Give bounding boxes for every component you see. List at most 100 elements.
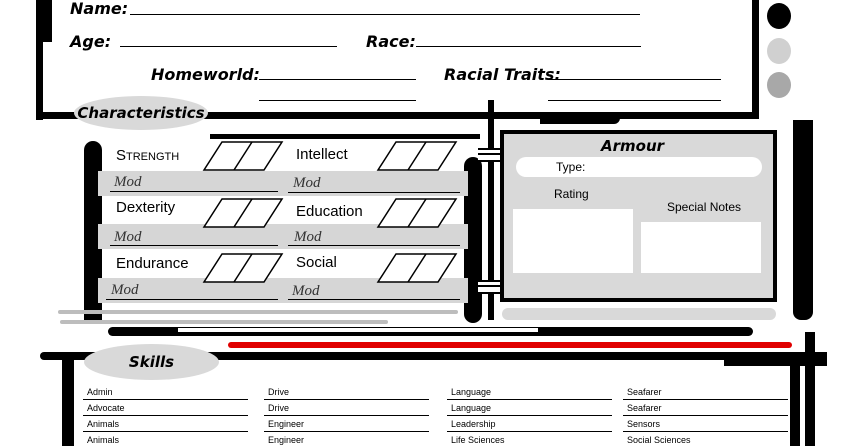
- mod-label-endurance: Mod: [111, 282, 139, 298]
- skill-line: [83, 399, 248, 400]
- skill-line: [264, 431, 429, 432]
- skill-animals: Animals: [87, 419, 120, 429]
- skill-line: [623, 431, 788, 432]
- mod-field-education[interactable]: [288, 245, 460, 246]
- mod-label-education: Mod: [294, 229, 322, 245]
- skill-drive-2: Drive: [268, 403, 290, 413]
- skill-line: [623, 399, 788, 400]
- racial-traits-label: Racial Traits:: [444, 65, 561, 84]
- mod-band-row2: [98, 224, 468, 249]
- skill-line: [623, 415, 788, 416]
- skill-language-2: Language: [451, 403, 492, 413]
- skill-social-sciences: Social Sciences: [627, 435, 691, 445]
- armour-header: Armour: [601, 137, 665, 155]
- skill-engineer-2: Engineer: [268, 435, 305, 445]
- mod-label-intellect: Mod: [293, 175, 321, 191]
- race-label: Race:: [366, 32, 416, 51]
- mod-field-strength[interactable]: [110, 191, 278, 192]
- char-right-bar: [464, 157, 482, 323]
- mod-field-dexterity[interactable]: [110, 245, 278, 246]
- dot-mid-icon: [767, 72, 791, 98]
- stat-label-dexterity: Dexterity: [116, 199, 176, 216]
- skill-leadership: Leadership: [451, 419, 496, 429]
- char-top-bar: [210, 134, 480, 139]
- frame-left-tab: [36, 0, 52, 42]
- armour-notes-box[interactable]: [641, 222, 761, 273]
- stat-box-strength[interactable]: [202, 140, 284, 172]
- skill-seafarer-2: Seafarer: [627, 403, 662, 413]
- skill-line: [83, 431, 248, 432]
- stat-box-social[interactable]: [376, 252, 458, 284]
- age-field[interactable]: [120, 46, 337, 47]
- stat-box-endurance[interactable]: [202, 252, 284, 284]
- right-edge-bar: [793, 120, 813, 320]
- armour-rating-label: Rating: [554, 187, 589, 201]
- skill-line: [447, 431, 612, 432]
- stat-label-endurance: Endurance: [116, 255, 189, 272]
- frame-bottom-thick: [540, 112, 620, 124]
- stat-box-education[interactable]: [376, 197, 458, 229]
- stat-label-education: Education: [296, 203, 363, 220]
- mod-label-dexterity: Mod: [114, 229, 142, 245]
- skill-line: [447, 399, 612, 400]
- skill-engineer: Engineer: [268, 419, 305, 429]
- stat-box-intellect[interactable]: [376, 140, 458, 172]
- lower-white-notch: [178, 328, 538, 332]
- name-field[interactable]: [130, 14, 640, 15]
- char-left-bar: [84, 141, 102, 323]
- gray-stripe-1: [58, 310, 458, 314]
- dot-light-icon: [767, 38, 791, 64]
- divider-vertical: [488, 100, 494, 320]
- mod-label-strength: Mod: [114, 174, 142, 190]
- homeworld-field-2[interactable]: [259, 100, 416, 101]
- frame-left-bar: [36, 0, 43, 120]
- accent-red-bar: [228, 342, 792, 348]
- homeworld-label: Homeworld:: [151, 65, 260, 84]
- race-field[interactable]: [416, 46, 641, 47]
- armour-type-field[interactable]: [516, 157, 762, 177]
- stat-label-social: Social: [296, 254, 337, 271]
- skill-line: [447, 415, 612, 416]
- armour-base-bar: [502, 308, 776, 320]
- skill-drive: Drive: [268, 387, 290, 397]
- skill-line: [83, 415, 248, 416]
- armour-connector-top: [478, 148, 506, 162]
- armour-rating-box[interactable]: [513, 209, 633, 273]
- skill-sensors: Sensors: [627, 419, 661, 429]
- dot-black-icon: [767, 3, 791, 29]
- armour-connector-bottom: [478, 280, 506, 294]
- characteristics-header: Characteristics: [74, 96, 208, 130]
- mod-label-social: Mod: [292, 283, 320, 299]
- skill-language: Language: [451, 387, 492, 397]
- name-label: Name:: [70, 0, 129, 18]
- stat-label-intellect: Intellect: [296, 146, 348, 163]
- mod-field-intellect[interactable]: [288, 192, 460, 193]
- age-label: Age:: [70, 32, 112, 51]
- right-lower-bar: [805, 332, 815, 446]
- mod-field-endurance[interactable]: [106, 299, 278, 300]
- skill-line: [264, 415, 429, 416]
- skill-advocate: Advocate: [87, 403, 125, 413]
- racial-traits-field[interactable]: [548, 79, 721, 80]
- frame-right-bar: [752, 0, 759, 112]
- skill-animals-2: Animals: [87, 435, 120, 445]
- armour-notes-label: Special Notes: [667, 200, 742, 214]
- armour-type-label: Type:: [556, 160, 586, 174]
- stat-box-dexterity[interactable]: [202, 197, 284, 229]
- gray-stripe-2: [60, 320, 388, 324]
- racial-traits-field-2[interactable]: [548, 100, 721, 101]
- homeworld-field[interactable]: [259, 79, 416, 80]
- skill-seafarer: Seafarer: [627, 387, 662, 397]
- stat-label-strength: Strength: [116, 147, 180, 164]
- skill-admin: Admin: [87, 387, 113, 397]
- skills-left-bar: [62, 360, 74, 446]
- frame-bottom-bar: [36, 112, 759, 119]
- skills-right-thick: [724, 352, 827, 366]
- mod-field-social[interactable]: [288, 299, 460, 300]
- skills-header: Skills: [84, 344, 219, 380]
- skill-life-sciences: Life Sciences: [451, 435, 505, 445]
- skills-right-bar: [790, 364, 800, 446]
- skill-line: [264, 399, 429, 400]
- skills-top-bar: [40, 352, 827, 360]
